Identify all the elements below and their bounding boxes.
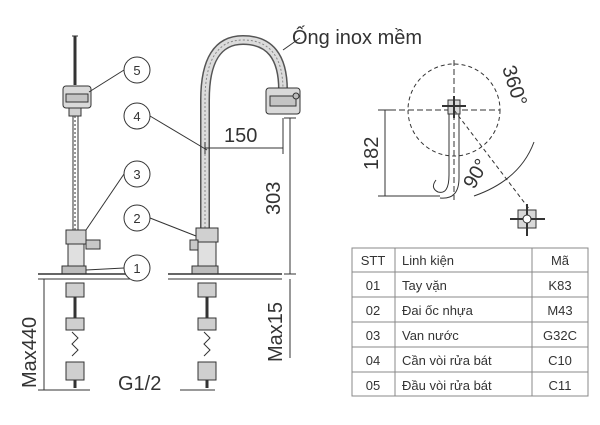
hose-label: Ống inox mềm [292, 25, 422, 49]
table-cell: Van nước [402, 328, 459, 343]
table-cell: Tay vặn [402, 278, 447, 293]
table-cell: 05 [366, 378, 380, 393]
table-cell: K83 [548, 278, 571, 293]
faucet-top-view [378, 60, 545, 236]
table-header-stt: STT [361, 253, 386, 268]
callout-label: 3 [133, 167, 140, 182]
callout-label: 5 [133, 63, 140, 78]
callout-5 [123, 56, 151, 84]
callout-label: 2 [133, 211, 140, 226]
dim-max440: Max440 [19, 317, 41, 388]
callout-label: 4 [133, 109, 140, 124]
table-cell: M43 [547, 303, 572, 318]
dim-g12: G1/2 [118, 373, 161, 395]
table-cell: C10 [548, 353, 572, 368]
callout-label: 1 [133, 261, 140, 276]
dim-303: 303 [263, 182, 285, 215]
callouts [85, 56, 208, 282]
callout-4 [123, 102, 151, 130]
table-cell: 04 [366, 353, 380, 368]
callout-3 [123, 160, 151, 188]
dim-182: 182 [361, 137, 383, 170]
table-cell: C11 [549, 378, 572, 393]
table-header-component: Linh kiện [402, 253, 454, 268]
table-cell: 03 [366, 328, 380, 343]
table-cell: 01 [366, 278, 380, 293]
dimension-lines [38, 37, 301, 391]
table-cell: G32C [543, 328, 577, 343]
dim-max15: Max15 [265, 302, 287, 362]
faucet-front-view [168, 34, 301, 388]
table-cell: Cần vòi rửa bát [402, 353, 492, 368]
callout-1 [123, 254, 151, 282]
angle-90: 90° [459, 155, 493, 192]
callout-2 [123, 204, 151, 232]
parts-table: STT Linh kiện Mã 01 Tay vặn K83 02 Đai ố… [351, 247, 589, 397]
table-cell: Đai ốc nhựa [402, 303, 474, 318]
table-cell: Đầu vòi rửa bát [402, 378, 492, 393]
faucet-side-view [38, 35, 140, 388]
angle-360: 360° [497, 63, 531, 109]
table-header-code: Mã [551, 253, 570, 268]
dim-150: 150 [224, 125, 257, 147]
table-cell: 02 [366, 303, 380, 318]
